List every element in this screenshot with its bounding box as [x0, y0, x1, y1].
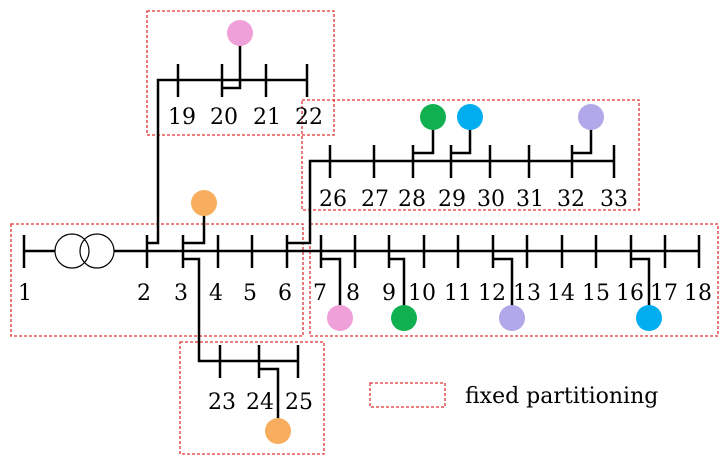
- node-label: 29: [438, 187, 466, 212]
- generators: [191, 20, 662, 444]
- generator-icon: [578, 104, 604, 130]
- node-label: 31: [516, 187, 544, 212]
- node-label: 10: [408, 281, 436, 306]
- generator-icon: [636, 305, 662, 331]
- node-label: 25: [285, 390, 313, 415]
- node-label: 8: [346, 281, 360, 306]
- node-label: 7: [313, 281, 327, 306]
- generator-icon: [327, 305, 353, 331]
- node-label: 14: [547, 281, 575, 306]
- zone-19-22: [146, 10, 335, 136]
- generator-icon: [420, 104, 446, 130]
- zone-23-25: [179, 341, 325, 455]
- node-label: 26: [319, 187, 347, 212]
- node-label: 16: [616, 281, 644, 306]
- node-label: 22: [295, 105, 323, 130]
- node-label: 17: [650, 281, 678, 306]
- feeder-26-33: [328, 145, 616, 178]
- legend-swatch: [369, 382, 446, 408]
- generator-connections: [183, 33, 651, 431]
- feeder-7-18: [147, 78, 701, 363]
- node-label: 19: [168, 105, 196, 130]
- generator-icon: [227, 20, 253, 46]
- generator-icon: [499, 305, 525, 331]
- node-label: 24: [246, 390, 274, 415]
- node-label: 1: [18, 281, 32, 306]
- node-label: 11: [444, 281, 472, 306]
- node-label: 30: [477, 187, 505, 212]
- node-label: 4: [209, 281, 223, 306]
- zone-26-33: [301, 99, 640, 211]
- generator-icon: [457, 104, 483, 130]
- node-labels: 1 2 3 4 5 6 7 8 9 10 11 12 13 14 15 16 1…: [18, 105, 712, 415]
- generator-icon: [391, 305, 417, 331]
- node-label: 5: [243, 281, 257, 306]
- node-label: 6: [278, 281, 292, 306]
- node-label: 15: [582, 281, 610, 306]
- legend: fixed partitioning: [369, 382, 658, 409]
- node-label: 18: [684, 281, 712, 306]
- transformer-icon: [54, 233, 90, 269]
- main-feeder: [22, 233, 310, 269]
- node-label: 32: [557, 187, 585, 212]
- node-label: 9: [382, 281, 396, 306]
- generator-icon: [191, 190, 217, 216]
- node-label: 28: [398, 187, 426, 212]
- node-label: 12: [478, 281, 506, 306]
- legend-label: fixed partitioning: [465, 384, 658, 409]
- node-label: 3: [174, 281, 188, 306]
- node-label: 2: [137, 281, 151, 306]
- node-label: 21: [253, 105, 281, 130]
- feeder-23-25: [218, 345, 300, 378]
- node-label: 20: [210, 105, 238, 130]
- node-label: 27: [361, 187, 389, 212]
- feeder-19-22: [176, 64, 309, 97]
- generator-icon: [265, 418, 291, 444]
- node-label: 23: [208, 390, 236, 415]
- node-label: 13: [513, 281, 541, 306]
- node-label: 33: [600, 187, 628, 212]
